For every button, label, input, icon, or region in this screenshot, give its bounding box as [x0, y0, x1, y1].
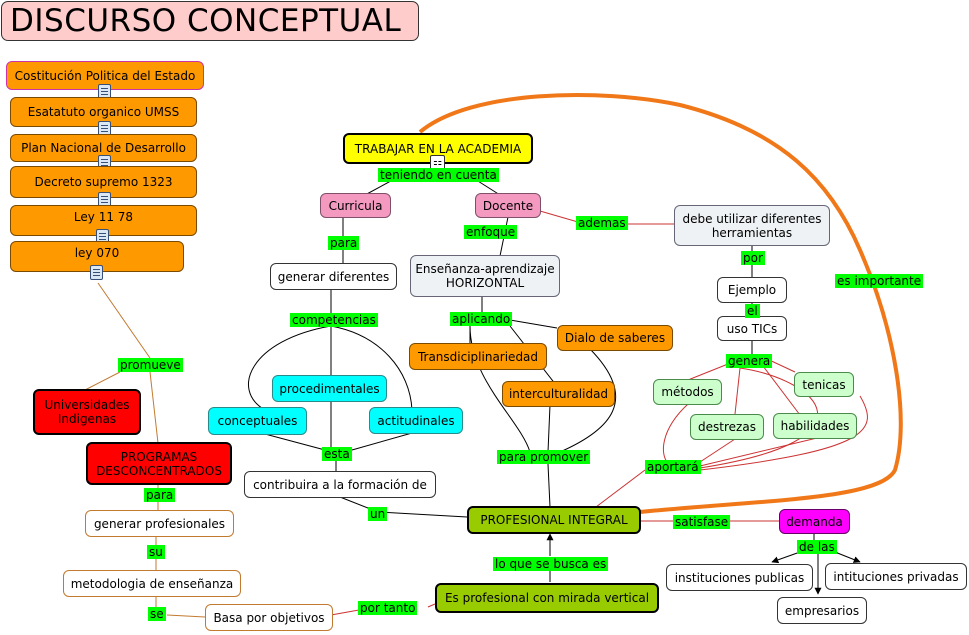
link-enfoque: enfoque — [464, 225, 518, 239]
node-uso-tics[interactable]: uso TICs — [717, 316, 787, 341]
link-lo-que-se-busca: lo que se busca es — [493, 557, 609, 571]
node-es-profesional-mirada-vertical[interactable]: Es profesional con mirada vertical — [435, 583, 659, 613]
link-genera: genera — [726, 354, 773, 368]
node-tenicas[interactable]: tenicas — [794, 372, 854, 397]
node-demanda[interactable]: demanda — [779, 509, 850, 534]
link-un: un — [368, 507, 388, 521]
node-metodos[interactable]: métodos — [653, 379, 722, 405]
node-conceptuales[interactable]: conceptuales — [208, 407, 307, 435]
link-teniendo-en-cuenta: teniendo en cuenta — [378, 168, 499, 182]
link-de-las: de las — [797, 540, 837, 554]
link-ademas: ademas — [576, 216, 628, 230]
node-docente[interactable]: Docente — [475, 193, 541, 218]
node-ejemplo[interactable]: Ejemplo — [717, 277, 787, 303]
node-dialo-saberes[interactable]: Dialo de saberes — [557, 325, 673, 351]
link-por-tanto: por tanto — [358, 601, 418, 615]
node-empresarios[interactable]: empresarios — [777, 597, 867, 624]
link-su: su — [147, 545, 165, 559]
document-icon[interactable] — [90, 265, 103, 280]
node-generar-diferentes[interactable]: generar diferentes — [270, 263, 397, 290]
node-procedimentales[interactable]: procedimentales — [272, 375, 387, 402]
link-aplicando: aplicando — [450, 312, 513, 326]
node-curricula[interactable]: Curricula — [320, 193, 391, 218]
node-generar-profesionales[interactable]: generar profesionales — [85, 510, 234, 537]
node-universidades-indigenas[interactable]: Universidades Indigenas — [33, 389, 141, 435]
node-interculturalidad[interactable]: interculturalidad — [502, 381, 615, 407]
node-basa-objetivos[interactable]: Basa por objetivos — [205, 604, 333, 631]
link-para-promover: para promover — [497, 450, 591, 464]
node-profesional-integral[interactable]: PROFESIONAL INTEGRAL — [467, 506, 641, 534]
sitemap-icon[interactable]: ⚏ — [430, 155, 445, 170]
node-actitudinales[interactable]: actitudinales — [369, 407, 463, 434]
node-costitucion[interactable]: Costitución Politica del Estado — [6, 61, 204, 90]
link-esta: esta — [322, 447, 352, 461]
node-ensenanza-aprendizaje[interactable]: Enseñanza-aprendizaje HORIZONTAL — [410, 255, 560, 297]
node-habilidades[interactable]: habilidades — [773, 413, 857, 439]
node-contribuira[interactable]: contribuira a la formación de — [244, 471, 436, 498]
node-programas-desconcentrados[interactable]: PROGRAMAS DESCONCENTRADOS — [86, 442, 232, 485]
link-se: se — [148, 607, 166, 621]
link-satisfase: satisfase — [673, 515, 731, 529]
link-aportara: aportará — [645, 460, 701, 474]
node-destrezas[interactable]: destrezas — [690, 414, 764, 440]
link-el: el — [745, 304, 760, 318]
node-transdisciplinariedad[interactable]: Transdiciplinariedad — [409, 343, 547, 370]
page-title: DISCURSO CONCEPTUAL — [1, 1, 419, 41]
node-instituciones-publicas[interactable]: instituciones publicas — [666, 564, 813, 591]
link-promueve: promueve — [118, 358, 183, 372]
link-para: para — [328, 236, 360, 250]
node-decreto[interactable]: Decreto supremo 1323 — [10, 166, 197, 198]
node-debe-utilizar[interactable]: debe utilizar diferentes herramientas — [674, 205, 830, 246]
node-instituciones-privadas[interactable]: intituciones privadas — [825, 563, 967, 590]
link-es-importante: es importante — [835, 274, 924, 288]
link-por: por — [741, 251, 765, 265]
link-competencias: competencias — [290, 313, 378, 327]
link-para-2: para — [144, 488, 176, 502]
node-metodologia-ensenanza[interactable]: metodologia de enseñanza — [63, 570, 241, 597]
